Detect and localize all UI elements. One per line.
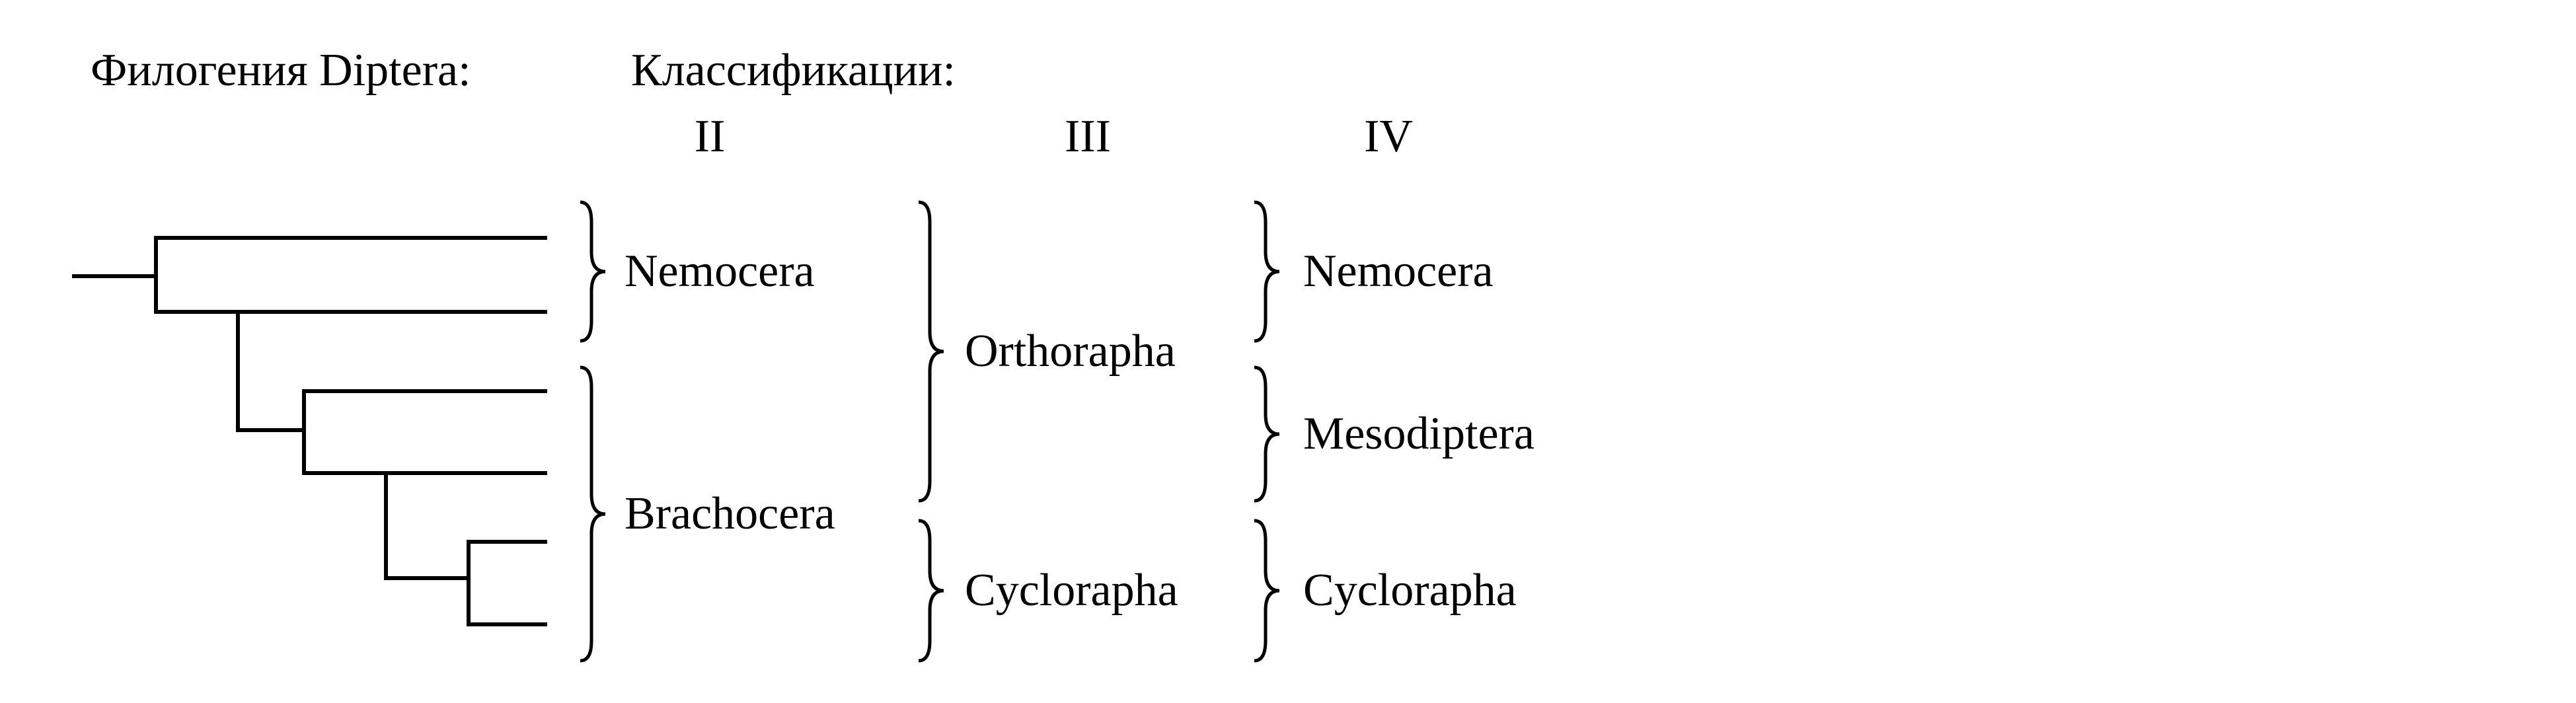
column-header-iv: IV [1364, 111, 1413, 162]
group-label-iv-nemocera: Nemocera [1303, 246, 1494, 297]
brace-group-column-iv [1254, 200, 1280, 663]
brace-iv-nemocera [1254, 200, 1280, 343]
brace-iii-cyclorapha [918, 519, 944, 663]
brace-iv-cyclorapha [1254, 519, 1280, 663]
group-label-iii-cyclorapha: Cyclorapha [965, 565, 1178, 616]
classifications-heading: Классификации: [631, 45, 956, 96]
column-header-iii: III [1065, 111, 1111, 162]
brace-iii-orthorapha [918, 200, 944, 503]
group-label-iv-mesodiptera: Mesodiptera [1303, 408, 1534, 459]
column-header-ii: II [694, 111, 726, 162]
brace-group-column-ii [580, 200, 606, 663]
tree-branches [72, 236, 547, 626]
group-label-iv-cyclorapha: Cyclorapha [1303, 565, 1517, 616]
brace-group-column-iii [918, 200, 944, 663]
group-label-ii-nemocera: Nemocera [625, 246, 815, 297]
brace-ii-nemocera [580, 200, 606, 343]
group-label-iii-orthorapha: Orthorapha [965, 326, 1176, 377]
diagram-title: Филогения Diptera: [91, 45, 471, 96]
group-label-ii-brachocera: Brachocera [625, 488, 835, 539]
brace-iv-mesodiptera [1254, 365, 1280, 503]
brace-ii-brachocera [580, 365, 606, 663]
